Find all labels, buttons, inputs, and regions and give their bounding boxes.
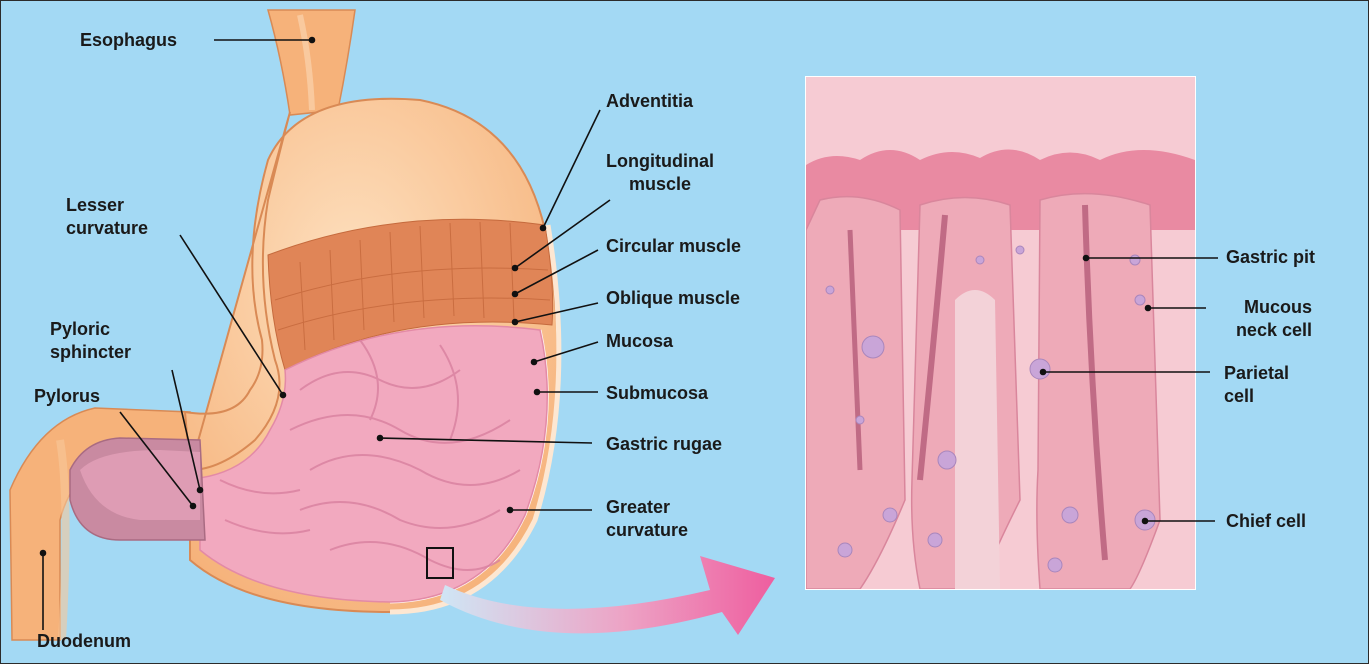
gastric-gland-left [806,197,905,589]
label-gastric-rugae: Gastric rugae [606,433,722,456]
label-adventitia: Adventitia [606,90,693,113]
label-mucosa: Mucosa [606,330,673,353]
label-mucous-neck-cell: Mucous neck cell [1226,296,1312,342]
label-esophagus: Esophagus [80,29,177,52]
label-parietal-cell: Parietal cell [1224,362,1289,408]
label-greater-curvature: Greater curvature [606,496,688,542]
label-pyloric-sphincter: Pyloric sphincter [50,318,131,364]
label-chief-cell: Chief cell [1226,510,1306,533]
label-submucosa: Submucosa [606,382,708,405]
label-oblique-muscle: Oblique muscle [606,287,740,310]
label-longitudinal-muscle: Longitudinal muscle [606,150,714,196]
label-circular-muscle: Circular muscle [606,235,741,258]
label-pylorus: Pylorus [34,385,100,408]
label-lesser-curvature: Lesser curvature [66,194,148,240]
label-gastric-pit: Gastric pit [1226,246,1315,269]
label-duodenum: Duodenum [37,630,131,653]
